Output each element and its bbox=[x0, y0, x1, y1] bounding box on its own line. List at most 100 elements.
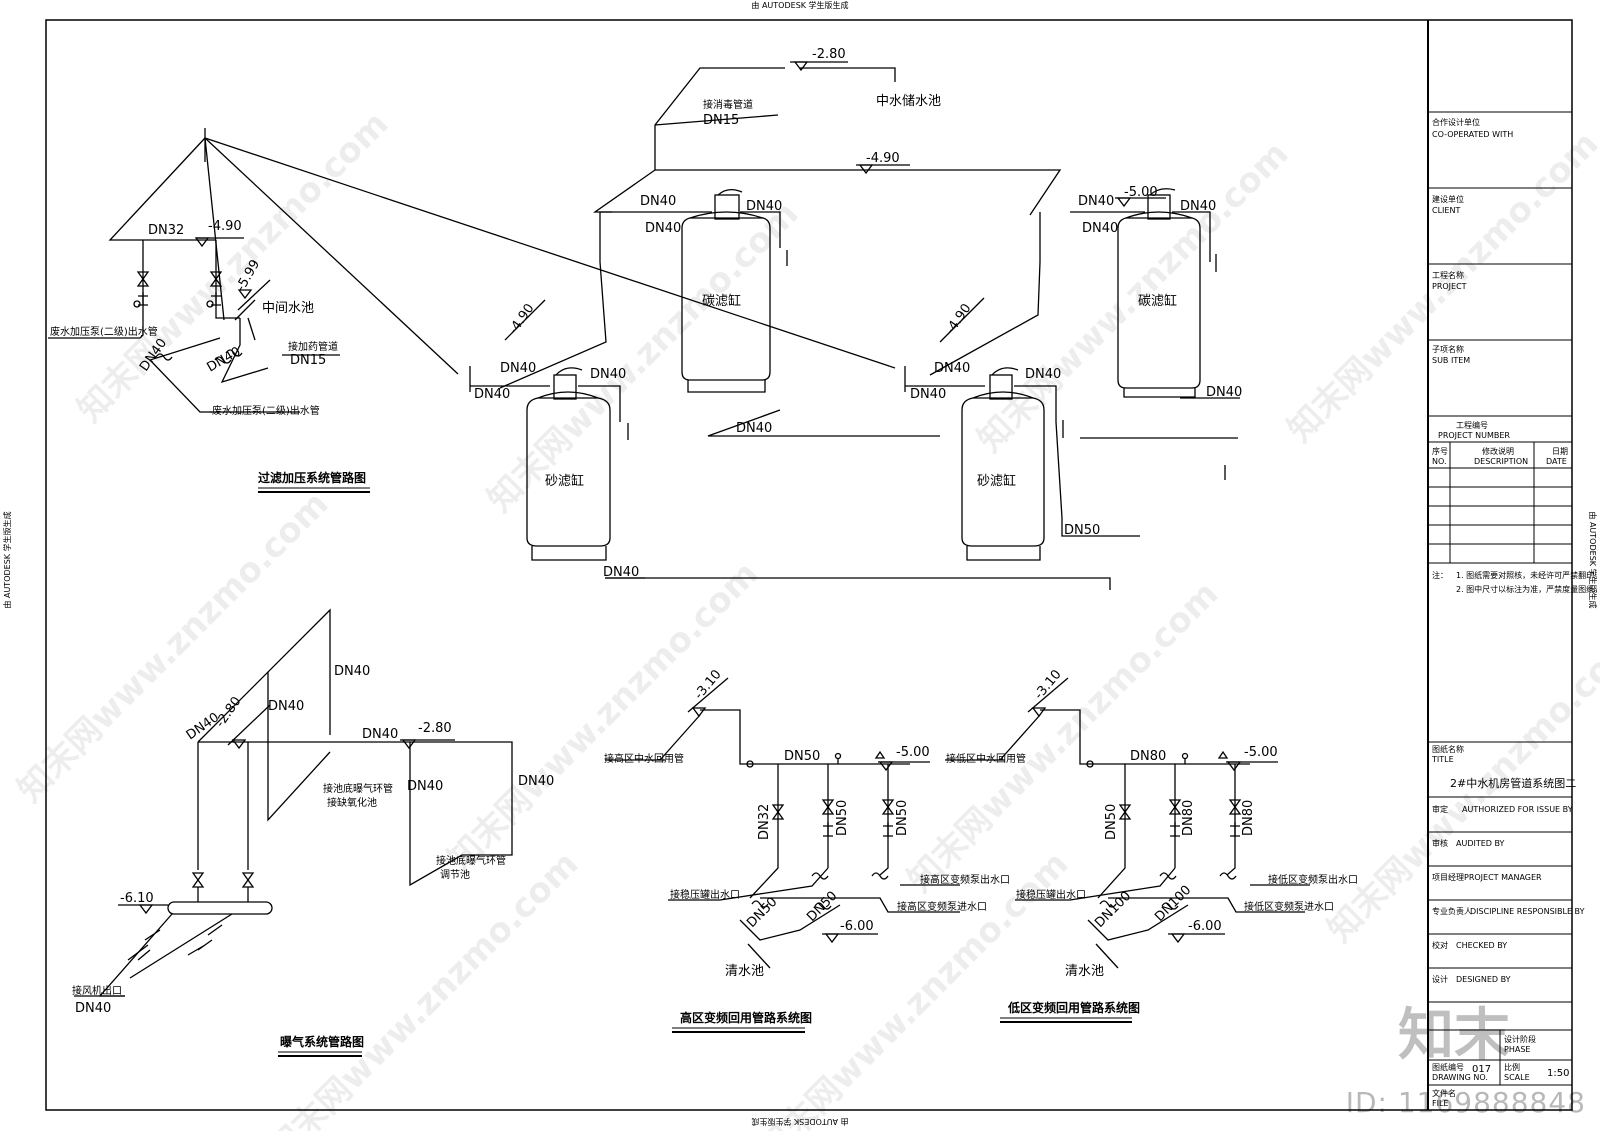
diagram-label: 调节池 bbox=[440, 868, 470, 881]
diagram-label: DN40 bbox=[407, 779, 443, 794]
diagram-label: DN40 bbox=[640, 194, 676, 209]
diagram-label: NO. bbox=[1432, 457, 1447, 466]
diagram-label: 接高区变频泵进水口 bbox=[897, 900, 987, 913]
high-zone-title: 高区变频回用管路系统图 bbox=[680, 1010, 812, 1025]
watermark-logo: 知末 bbox=[1398, 1003, 1510, 1068]
diagram-label: 接稳压罐出水口 bbox=[1016, 888, 1086, 901]
diagram-label: 建设单位 bbox=[1432, 194, 1464, 204]
diagram-label: 文件名 bbox=[1432, 1088, 1456, 1098]
diagram-label: -2.80 bbox=[213, 694, 245, 730]
diagram-label: DRAWING NO. bbox=[1432, 1073, 1488, 1082]
diagram-label: 注： bbox=[1432, 570, 1448, 580]
diagram-label: 接低区中水回用管 bbox=[946, 752, 1026, 765]
diagram-label: 比例 bbox=[1504, 1062, 1520, 1072]
diagram-label: DN80 bbox=[1241, 800, 1256, 836]
check-valve-icon bbox=[883, 822, 893, 837]
diagram-label: 接高区中水回用管 bbox=[604, 752, 684, 765]
level-mark-icon bbox=[231, 739, 247, 750]
diagram-label: 子项名称 bbox=[1432, 344, 1464, 354]
diagram-label: DN40 bbox=[603, 565, 639, 580]
diagram-label: 接加药管道 bbox=[288, 340, 338, 353]
diagram-label: -6.00 bbox=[840, 919, 874, 934]
level-mark-icon bbox=[1226, 761, 1278, 772]
level-mark-icon bbox=[194, 237, 244, 248]
valve-group-icon bbox=[127, 924, 223, 961]
diagram-label: -4.90 bbox=[866, 151, 900, 166]
diagram-label: 废水加压泵(二级)出水管 bbox=[50, 325, 158, 338]
diagram-label: DN50 bbox=[1064, 523, 1100, 538]
diagram-label: DN40 bbox=[518, 774, 554, 789]
diagram-label: DN40 bbox=[184, 710, 222, 743]
diagram-label: DN50 bbox=[744, 895, 780, 931]
low-zone-title: 低区变频回用管路系统图 bbox=[1007, 1000, 1140, 1015]
level-mark-icon bbox=[822, 933, 878, 944]
diagram-label: 清水池 bbox=[725, 964, 764, 979]
gauge-icon bbox=[1181, 752, 1189, 764]
diagram-label: 接消毒管道 bbox=[703, 98, 753, 111]
level-mark-icon bbox=[691, 707, 707, 718]
diagram-label: 接缺氧化池 bbox=[327, 796, 377, 809]
diagram-label: DN40 bbox=[645, 221, 681, 236]
diagram-label: DATE bbox=[1546, 457, 1567, 466]
diagram-label: SCALE bbox=[1504, 1073, 1530, 1082]
diagram-label: DN40 bbox=[362, 727, 398, 742]
level-mark-icon bbox=[1115, 197, 1166, 208]
diagram-label: DN32 bbox=[148, 223, 184, 238]
diagram-label: DN32 bbox=[757, 804, 772, 840]
diagram-label: DN50 bbox=[835, 800, 850, 836]
diagram-label: 接稳压罐出水口 bbox=[670, 888, 740, 901]
diagram-label: 图纸编号 bbox=[1432, 1062, 1464, 1072]
carbon-filter-tank-2: 碳滤缸 bbox=[929, 188, 1240, 399]
diagram-label: PROJECT bbox=[1432, 282, 1467, 291]
diagram-label: -4.90 bbox=[208, 219, 242, 234]
diagram-label: PROJECT MANAGER bbox=[1464, 873, 1542, 882]
diagram-label: DN40 bbox=[334, 664, 370, 679]
diagram-label: 砂滤缸 bbox=[977, 473, 1016, 489]
diagram-label: -6.00 bbox=[1188, 919, 1222, 934]
diagram-label: DISCIPLINE RESPONSIBLE BY bbox=[1470, 907, 1585, 916]
diagram-label: 接池底曝气环管 bbox=[323, 782, 393, 795]
diagram-label: DN40 bbox=[746, 199, 782, 214]
aeration-diagram-title: 曝气系统管路图 bbox=[280, 1034, 364, 1049]
diagram-label: TITLE bbox=[1431, 755, 1454, 764]
diagram-label: CHECKED BY bbox=[1456, 941, 1507, 950]
gauge-icon bbox=[834, 752, 842, 764]
level-mark-icon bbox=[878, 761, 930, 772]
check-valve-icon bbox=[206, 292, 221, 308]
drawing-number: 017 bbox=[1472, 1064, 1491, 1075]
gate-valve-icon bbox=[821, 799, 835, 815]
gate-valve-icon bbox=[191, 872, 205, 888]
sand-filter-tank-1: 砂滤缸 bbox=[469, 366, 645, 579]
aeration-system-diagram: DN40 -2.80 DN40 DN40 DN40 -2.80 DN40 DN4… bbox=[72, 608, 554, 1057]
diagram-label: CO-OPERATED WITH bbox=[1432, 130, 1513, 139]
diagram-label: FILE bbox=[1432, 1099, 1448, 1108]
diagram-label: DN50 bbox=[1104, 804, 1119, 840]
diagram-label: 专业负责人 bbox=[1432, 906, 1472, 916]
diagram-label: 设计 bbox=[1432, 974, 1448, 984]
level-mark-icon bbox=[237, 289, 253, 300]
diagram-label: -2.80 bbox=[418, 721, 452, 736]
check-valve-icon bbox=[823, 822, 833, 837]
diagram-label: 砂滤缸 bbox=[545, 473, 584, 489]
diagram-label: 接低区变频泵出水口 bbox=[1268, 873, 1358, 886]
diagram-label: DN40 bbox=[736, 421, 772, 436]
diagram-label: -6.10 bbox=[120, 891, 154, 906]
level-mark-icon bbox=[400, 739, 455, 750]
high-zone-diagram: -3.10 接高区中水回用管 DN50 -5.00 DN32 DN50 DN50… bbox=[604, 667, 1010, 1033]
diagram-label: 审定 bbox=[1432, 804, 1448, 814]
diagram-label: SUB ITEM bbox=[1432, 356, 1470, 365]
diagram-label: DN15 bbox=[290, 353, 326, 368]
diagram-label: DN40 bbox=[934, 361, 970, 376]
title-block: 合作设计单位 CO-OPERATED WITH 建设单位 CLIENT 工程名称… bbox=[1428, 111, 1600, 1108]
drawing-frame bbox=[45, 19, 1573, 1111]
check-valve-icon bbox=[1170, 822, 1180, 837]
filter-diagram-title: 过滤加压系统管路图 bbox=[258, 470, 366, 485]
diagram-label: -4.90 bbox=[943, 301, 975, 337]
diagram-label: 碳滤缸 bbox=[702, 293, 741, 309]
diagram-label: DESIGNED BY bbox=[1456, 975, 1511, 984]
diagram-label: -4.90 bbox=[506, 301, 538, 337]
diagram-label: DN50 bbox=[895, 800, 910, 836]
diagram-label: 废水加压泵(二级)出水管 bbox=[212, 404, 320, 417]
